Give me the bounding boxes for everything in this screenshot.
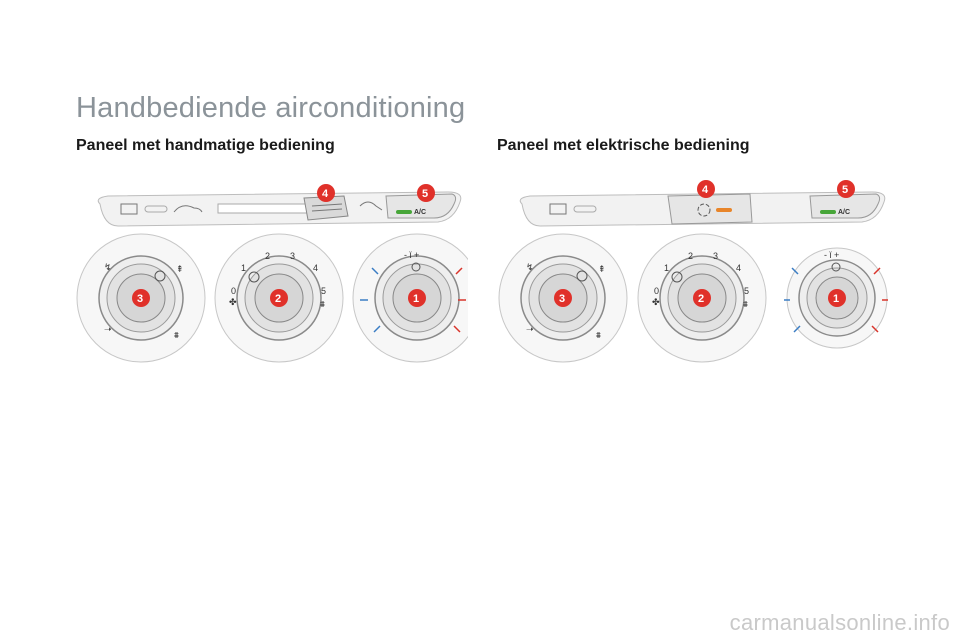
callout-1: 1 xyxy=(833,293,839,305)
windscreen-demist-icon xyxy=(154,270,166,282)
fan-level-4: 4 xyxy=(313,263,318,273)
recirculation-led xyxy=(716,208,732,212)
callout-4: 4 xyxy=(322,188,329,200)
hot-tick xyxy=(871,325,879,333)
ac-label: A/C xyxy=(414,209,426,216)
fan-level-5: 5 xyxy=(744,286,749,296)
fan-level-4: 4 xyxy=(736,263,741,273)
fan-level-3: 3 xyxy=(290,251,295,261)
temperature-dial[interactable]: 1 - ǐ + xyxy=(352,233,468,363)
windscreen-demist-icon xyxy=(576,270,588,282)
callout-2: 2 xyxy=(698,293,704,305)
ac-label: A/C xyxy=(838,209,850,216)
air-distribution-dial[interactable]: 3 ↯ ⇞ ➝ ⩩ xyxy=(498,233,628,363)
defrost-icon: ⩩ xyxy=(320,299,325,309)
fan-level-0: 0 xyxy=(231,286,236,296)
fan-off-icon xyxy=(248,271,260,283)
page-title: Handbediende airconditioning xyxy=(76,92,466,124)
callout-3: 3 xyxy=(137,293,143,305)
fan-level-1: 1 xyxy=(664,263,669,273)
air-distribution-dial[interactable]: 3 ↯ ⇞ ➝ ⩩ xyxy=(76,233,206,363)
indicator-slot xyxy=(144,205,168,213)
indicator-slot xyxy=(573,205,597,213)
callout-2: 2 xyxy=(275,293,281,305)
fan-level-3: 3 xyxy=(713,251,718,261)
hot-tick xyxy=(455,267,463,275)
cold-tick xyxy=(371,267,379,275)
callout-3: 3 xyxy=(559,293,565,305)
timer-icon xyxy=(411,262,421,272)
hot-tick xyxy=(453,325,461,333)
callout-4: 4 xyxy=(702,184,709,196)
footer-watermark: carmanualsonline.info xyxy=(729,610,950,635)
defrost-icon: ⩩ xyxy=(596,330,601,340)
ac-led xyxy=(396,210,412,214)
hot-tick xyxy=(873,267,881,275)
callout-1: 1 xyxy=(413,293,419,305)
feet-vent-icon: ➝ xyxy=(104,324,112,334)
timer-icon xyxy=(831,262,841,272)
temperature-dial[interactable]: 1 - ǐ + xyxy=(784,247,888,349)
feet-windscreen-icon: ⇞ xyxy=(176,264,184,274)
cold-tick xyxy=(791,267,799,275)
fan-level-2: 2 xyxy=(688,251,693,261)
callout-5: 5 xyxy=(422,188,428,200)
temperature-minus-plus-icon: - ǐ + xyxy=(824,250,839,260)
ac-led xyxy=(820,210,836,214)
fan-level-5: 5 xyxy=(321,286,326,296)
fan-icon: ✤ xyxy=(652,297,660,307)
temperature-minus-plus-icon: - ǐ + xyxy=(404,250,419,260)
defrost-icon: ⩩ xyxy=(174,330,179,340)
feet-windscreen-icon: ⇞ xyxy=(598,264,606,274)
callout-5: 5 xyxy=(842,184,848,196)
recirculation-button[interactable] xyxy=(667,193,753,225)
fan-speed-dial[interactable]: 2 0 1 2 3 4 5 ✤ ⩩ xyxy=(214,233,344,363)
fan-icon: ✤ xyxy=(229,297,237,307)
car-vent-icon xyxy=(173,205,203,213)
cold-tick xyxy=(373,325,381,333)
fan-level-1: 1 xyxy=(241,263,246,273)
recirculation-car-icon xyxy=(359,201,383,211)
fan-level-0: 0 xyxy=(654,286,659,296)
manual-control-panel: A/C 4 5 3 ↯ ⇞ ➝ ⩩ 2 0 1 2 3 4 5 ✤ ⩩ xyxy=(8,176,468,366)
fan-level-2: 2 xyxy=(265,251,270,261)
face-vent-icon: ↯ xyxy=(526,262,534,272)
recirculation-icon xyxy=(697,203,711,217)
fan-off-icon xyxy=(671,271,683,283)
fan-speed-dial[interactable]: 2 0 1 2 3 4 5 ✤ ⩩ xyxy=(637,233,767,363)
defrost-icon: ⩩ xyxy=(743,299,748,309)
panel-heading-manual: Paneel met handmatige bediening xyxy=(76,137,335,154)
electric-control-panel: A/C 4 5 3 ↯ ⇞ ➝ ⩩ 2 0 1 2 3 4 5 ✤ ⩩ xyxy=(432,176,892,366)
panel-heading-electric: Paneel met elektrische bediening xyxy=(497,137,750,154)
rear-defrost-icon xyxy=(549,203,567,215)
cold-tick xyxy=(793,325,801,333)
face-vent-icon: ↯ xyxy=(104,262,112,272)
feet-vent-icon: ➝ xyxy=(526,324,534,334)
rear-defrost-icon xyxy=(120,203,138,215)
